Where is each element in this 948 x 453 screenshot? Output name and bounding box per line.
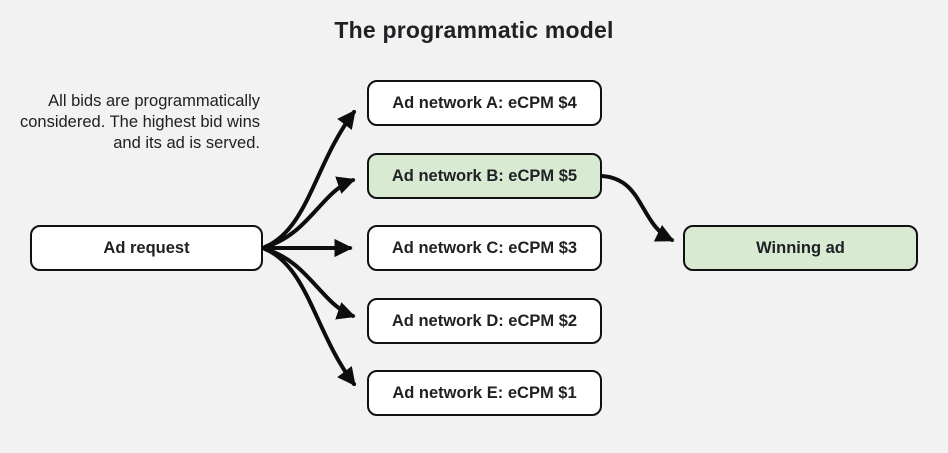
node-ad-network-b: Ad network B: eCPM $5 [367,153,602,199]
node-ad-request-label: Ad request [103,238,190,257]
node-ad-network-a-label: Ad network A: eCPM $4 [392,93,577,112]
description-text: All bids are programmatically considered… [19,92,260,152]
node-ad-network-d-label: Ad network D: eCPM $2 [391,311,578,330]
node-ad-network-b-label: Ad network B: eCPM $5 [391,166,578,185]
node-ad-network-a: Ad network A: eCPM $4 [367,80,602,126]
node-ad-request: Ad request [30,225,263,271]
node-winning-ad-label: Winning ad [756,238,845,257]
edge-request-to-e [263,247,356,387]
node-ad-network-e-label: Ad network E: eCPM $1 [392,383,577,402]
edge-b-to-winning [600,174,675,242]
node-ad-network-c: Ad network C: eCPM $3 [367,225,602,271]
node-ad-network-e: Ad network E: eCPM $1 [367,370,602,416]
node-ad-network-d: Ad network D: eCPM $2 [367,298,602,344]
edge-request-to-b [263,176,356,249]
node-ad-network-c-label: Ad network C: eCPM $3 [391,238,578,257]
edge-request-to-a [263,109,356,249]
edge-request-to-d [263,247,356,320]
node-winning-ad: Winning ad [683,225,918,271]
page-title: The programmatic model [334,17,614,43]
